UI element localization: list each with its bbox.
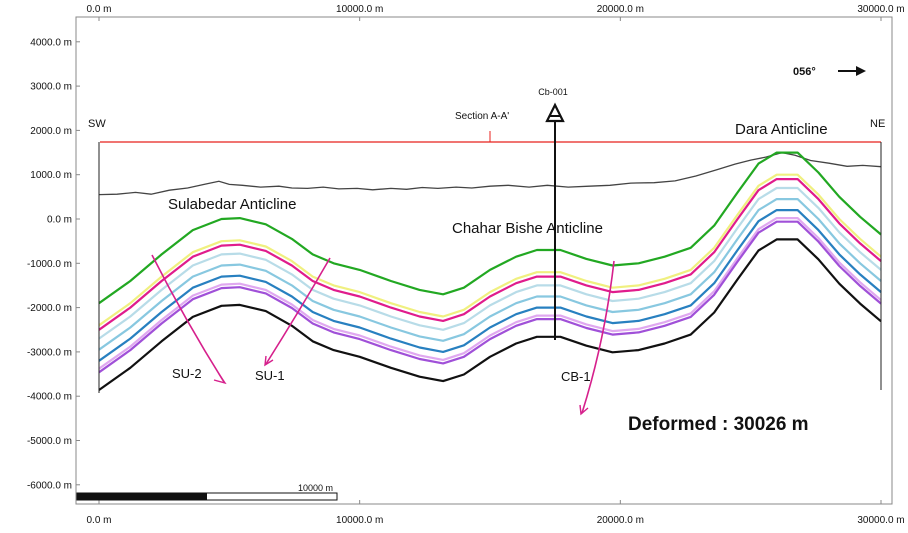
y-tick-label: 0.0 m [47, 215, 72, 226]
y-tick-label: 1000.0 m [30, 170, 72, 181]
y-tick-label: -4000.0 m [27, 392, 72, 403]
y-tick-label: -6000.0 m [27, 480, 72, 491]
fault-su1[interactable] [264, 257, 331, 367]
x-tick-label-top: 10000.0 m [336, 4, 383, 15]
x-tick-label-bottom: 10000.0 m [336, 515, 383, 526]
fault-cb1[interactable] [579, 260, 615, 416]
x-tick-label-top: 30000.0 m [857, 4, 904, 15]
y-tick-label: -2000.0 m [27, 303, 72, 314]
horizons-group [98, 151, 882, 391]
horizon-3-line [98, 178, 882, 331]
horizon-8-line [98, 220, 882, 374]
x-tick-label-bottom: 20000.0 m [597, 515, 644, 526]
scale-bar-label: 10000 m [298, 483, 333, 493]
y-tick-label: 3000.0 m [30, 82, 72, 93]
sulabedar-anticline-label: Sulabedar Anticline [168, 196, 296, 213]
sw-label: SW [88, 118, 106, 130]
horizon-5-line [98, 198, 882, 351]
section-label: Section A-A' [455, 111, 509, 122]
x-tick-label-top: 0.0 m [86, 4, 111, 15]
y-tick-label: -3000.0 m [27, 347, 72, 358]
plot-frame [75, 16, 893, 505]
dara-anticline-label: Dara Anticline [735, 121, 828, 138]
ne-label: NE [870, 118, 885, 130]
y-tick-label: 4000.0 m [30, 37, 72, 48]
chahar-bishe-anticline-label: Chahar Bishe Anticline [452, 220, 603, 237]
x-tick-label-bottom: 0.0 m [86, 515, 111, 526]
fault-label-su2: SU-2 [172, 366, 202, 381]
deformed-length-label: Deformed : 30026 m [628, 414, 809, 435]
horizon-4-line [98, 186, 882, 340]
horizon-1-line [98, 151, 882, 305]
arrow-right-icon [838, 66, 866, 76]
horizon-7-line [98, 217, 882, 370]
horizon-2-line [98, 173, 882, 327]
scale-bar [76, 492, 338, 501]
horizon-6-line [98, 209, 882, 362]
fault-label-cb1: CB-1 [561, 369, 591, 384]
well-label: Cb-001 [538, 87, 568, 97]
x-tick-label-top: 20000.0 m [597, 4, 644, 15]
topography-group [98, 151, 882, 196]
fault-label-su1: SU-1 [255, 368, 285, 383]
fault-su2[interactable] [151, 254, 227, 385]
well-symbol-icon[interactable] [545, 102, 565, 123]
topography-line [98, 151, 882, 196]
axes-group: 0.0 m 0.0 m 10000.0 m 10000.0 m 20000.0 m 200… [27, 4, 905, 526]
x-tick-label-bottom: 30000.0 m [857, 515, 904, 526]
y-tick-label: -1000.0 m [27, 259, 72, 270]
y-tick-label: 2000.0 m [30, 126, 72, 137]
y-tick-label: -5000.0 m [27, 436, 72, 447]
orientation-label: 056° [793, 66, 816, 78]
horizon-9-line [98, 238, 882, 391]
